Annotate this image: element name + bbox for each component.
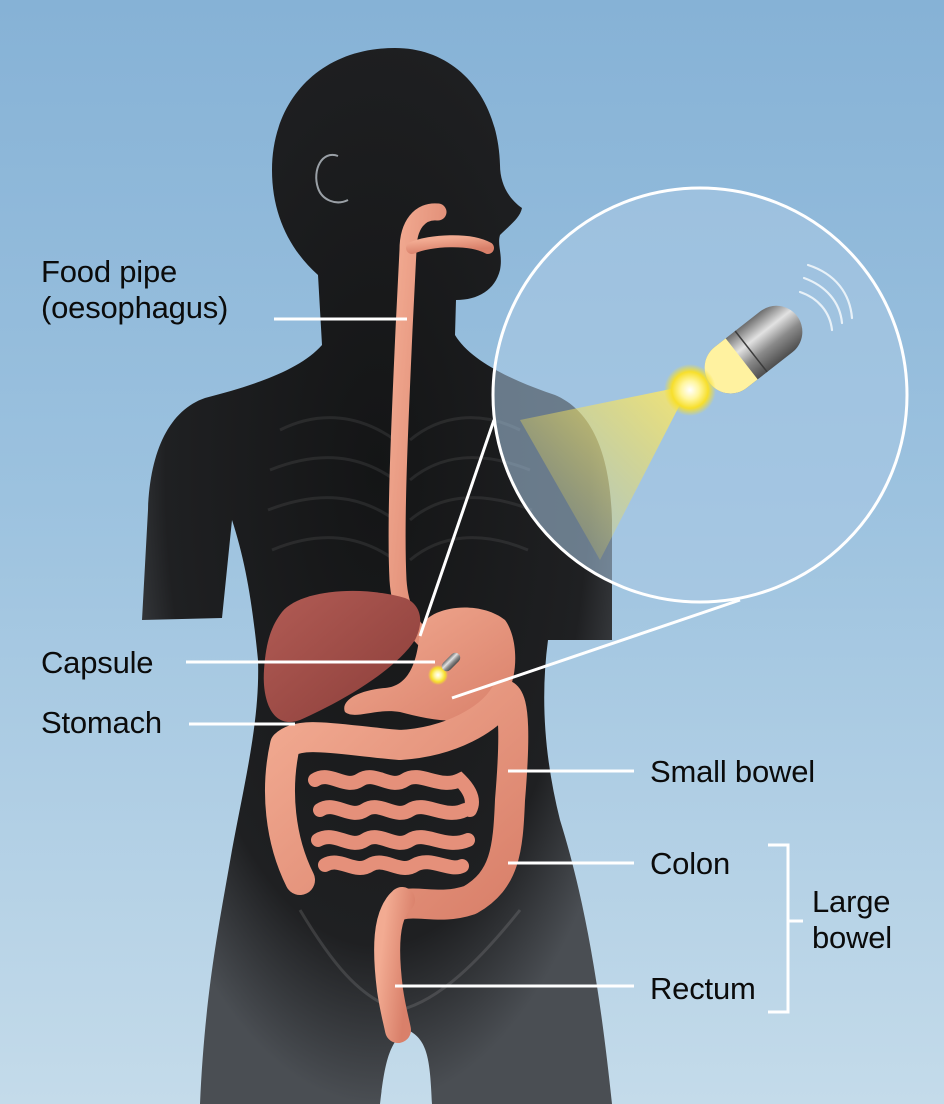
colon <box>265 680 529 920</box>
label-rectum: Rectum <box>650 971 756 1006</box>
label-large-bowel-line1: Large <box>812 884 891 919</box>
label-food-pipe-line2: (oesophagus) <box>41 290 229 325</box>
rectum <box>374 887 415 1043</box>
label-stomach: Stomach <box>41 705 162 740</box>
label-large-bowel-line2: bowel <box>812 920 892 955</box>
capsule-camera-icon <box>704 305 803 394</box>
mouth-tube <box>406 235 494 254</box>
small-bowel <box>308 770 479 875</box>
label-colon: Colon <box>650 846 730 881</box>
label-food-pipe: Food pipe (oesophagus) <box>41 254 228 326</box>
capsule-in-stomach <box>428 652 461 685</box>
liver <box>263 590 421 722</box>
magnifier-inset <box>491 186 909 604</box>
light-beam-icon <box>520 385 690 560</box>
inset-leader-lines <box>418 419 741 700</box>
label-food-pipe-line1: Food pipe <box>41 254 178 289</box>
wireless-signal-icon <box>798 263 854 332</box>
label-small-bowel: Small bowel <box>650 754 815 789</box>
ear-outline <box>315 153 349 204</box>
label-capsule: Capsule <box>41 645 154 680</box>
label-leader-lines <box>186 317 803 1014</box>
label-large-bowel: Large bowel <box>812 884 892 956</box>
